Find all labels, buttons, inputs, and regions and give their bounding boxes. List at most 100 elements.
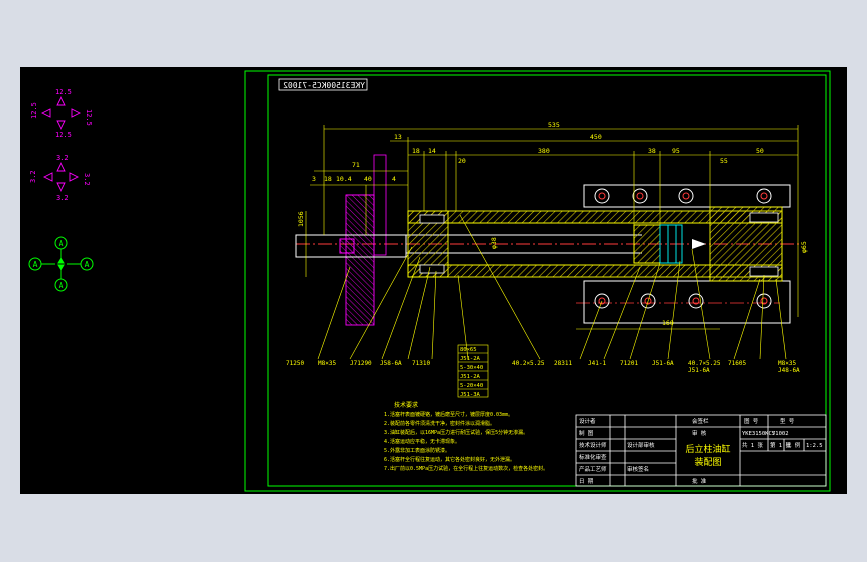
roughness-symbol-group-2 <box>42 161 80 193</box>
technical-notes: 技术要求 1.活塞杆表面镀硬铬，镀后磨至尺寸，镀层厚度0.03mm。 2.装配前… <box>384 401 548 472</box>
drawing-title: 后立柱油缸 <box>685 443 730 455</box>
mounting-ear <box>345 154 387 326</box>
callout-9: 71201 <box>620 360 638 367</box>
front-gland <box>407 210 449 278</box>
notes-line-1: 1.活塞杆表面镀硬铬，镀后磨至尺寸，镀层厚度0.03mm。 <box>384 411 513 418</box>
stack-6: J51-3A <box>460 392 481 398</box>
title-block-main-title: 后立柱油缸 装配图 <box>685 443 730 468</box>
tb-label-1: 设计者 <box>579 417 596 425</box>
tb-model: YKE3150KC5 <box>742 431 775 437</box>
tb-label-6: 日 期 <box>579 478 594 485</box>
datum-letter-right: A <box>85 260 90 269</box>
dim-bore-dia: φ65 <box>800 241 808 253</box>
dim-rod-dia: φ38 <box>490 237 498 249</box>
roughness-symbol-group-1 <box>40 95 82 131</box>
callout-6: 40.2×5.25 <box>512 360 545 367</box>
stack-1: 80×65 <box>460 347 477 353</box>
tb-mid-label-2: 审 核 <box>692 429 707 437</box>
roughness-value-top-2: 3.2 <box>56 154 69 162</box>
datum-letter-top: A <box>59 239 64 248</box>
dim-18: 18 <box>412 147 420 155</box>
roughness-value-right-2: 3.2 <box>83 173 91 186</box>
callout-2: M8×35 <box>318 360 336 367</box>
callout-15: J48-6A <box>778 367 800 374</box>
callout-12: J51-6A <box>688 367 710 374</box>
notes-line-2: 2.装配前各零件须清洗干净，密封件涂以润滑脂。 <box>384 420 495 427</box>
dim-20: 20 <box>458 157 466 165</box>
roughness-value-top: 12.5 <box>55 88 72 96</box>
title-block <box>575 414 827 487</box>
stack-2: J51-2A <box>460 356 481 362</box>
piston <box>633 224 706 264</box>
tb-mid-value-2: 审核签名 <box>627 465 649 473</box>
datum-letter-bottom: A <box>59 281 64 290</box>
dim-71: 71 <box>352 161 360 169</box>
code-stamp-text: YKE31500KC5-71002 <box>283 81 365 90</box>
roughness-value-left-2: 3.2 <box>29 170 37 183</box>
dim-14: 14 <box>428 147 436 155</box>
callout-10: J51-6A <box>652 360 674 367</box>
datum-letter-left: A <box>33 260 38 269</box>
dim-overall: 535 <box>548 121 560 129</box>
tb-header-2: 型 号 <box>780 417 795 425</box>
roughness-value-left: 12.5 <box>30 102 38 119</box>
callout-7: 28311 <box>554 360 572 367</box>
dim-38: 38 <box>648 147 656 155</box>
tb-label-2: 制 图 <box>579 429 594 437</box>
tb-label-4: 标准化审查 <box>579 453 607 461</box>
dim-18b: 18 <box>324 175 332 183</box>
tb-label-3: 技术设计师 <box>579 441 607 449</box>
datum-symbol-group <box>28 236 94 292</box>
callout-stack: 80×65 J51-2A 5-30×40 J51-2A 5-20×40 J51-… <box>457 344 489 398</box>
dimension-lines <box>305 125 799 330</box>
callout-3: J71290 <box>350 360 372 367</box>
code-stamp: YKE31500KC5-71002 <box>278 78 368 91</box>
callout-14: M8×35 <box>778 360 796 367</box>
dim-160: 160 <box>662 319 674 327</box>
notes-line-4: 4.活塞运动应平稳，无卡滞现象。 <box>384 438 460 445</box>
tb-mid-label-1: 会签栏 <box>692 417 709 425</box>
callout-5: 71310 <box>412 360 430 367</box>
tb-sheet: 第 1 张 <box>770 441 791 449</box>
dim-13: 13 <box>394 133 402 141</box>
notes-line-7: 7.出厂前以0.5MPa压力试验，在全行程上往复运动数次，检查各处密封。 <box>384 465 548 472</box>
title-block-text: 设计者 制 图 技术设计师 标准化审查 产品工艺师 日 期 设计部审核 审核签名… <box>579 417 823 485</box>
callout-4: J58-6A <box>380 360 402 367</box>
tb-quantity: 共 1 张 <box>742 441 763 449</box>
dim-55: 55 <box>720 157 728 165</box>
rear-block <box>583 184 791 324</box>
tb-mid-value-1: 设计部审核 <box>627 441 655 449</box>
tb-label-5: 产品工艺师 <box>579 465 607 473</box>
bolt-holes <box>594 188 772 309</box>
tb-mid-label-3: 批 准 <box>692 477 707 485</box>
roughness-value-right: 12.5 <box>85 109 93 126</box>
dim-10-4: 10.4 <box>336 175 352 183</box>
notes-line-5: 5.外露非加工表面涂防锈漆。 <box>384 447 450 454</box>
notes-line-6: 6.活塞杆全行程往复运动，其它各处密封良好，无外泄漏。 <box>384 456 515 463</box>
stack-5: 5-20×40 <box>460 383 483 389</box>
dim-side-left: 1056 <box>297 211 305 227</box>
dim-380: 380 <box>538 147 550 155</box>
dim-40: 40 <box>364 175 372 183</box>
dimension-text: 535 450 13 18 14 380 38 20 95 55 50 71 3… <box>297 121 808 327</box>
dim-3: 3 <box>312 175 316 183</box>
drawing-subtitle: 装配图 <box>694 456 721 468</box>
callout-13: 71605 <box>728 360 746 367</box>
outer-frame <box>244 70 831 492</box>
stack-4: J51-2A <box>460 374 481 380</box>
dim-50: 50 <box>756 147 764 155</box>
cad-drawing: YKE31500KC5-71002 12.5 12.5 12.5 12.5 3.… <box>28 70 831 492</box>
tb-number: 71002 <box>772 431 789 437</box>
stack-3: 5-30×40 <box>460 365 483 371</box>
callout-8: J41-1 <box>588 360 606 367</box>
dim-4: 4 <box>392 175 396 183</box>
tb-header-1: 图 号 <box>744 417 759 425</box>
roughness-value-bottom: 12.5 <box>55 131 72 139</box>
callout-1: 71250 <box>286 360 304 367</box>
inner-frame <box>267 74 827 487</box>
callout-text: 71250 M8×35 J71290 J58-6A 71310 40.2×5.2… <box>286 360 800 374</box>
roughness-value-bottom-2: 3.2 <box>56 194 69 202</box>
callout-11: 40.7×5.25 <box>688 360 721 367</box>
notes-title: 技术要求 <box>394 401 418 409</box>
cad-viewport[interactable]: YKE31500KC5-71002 12.5 12.5 12.5 12.5 3.… <box>20 67 847 494</box>
